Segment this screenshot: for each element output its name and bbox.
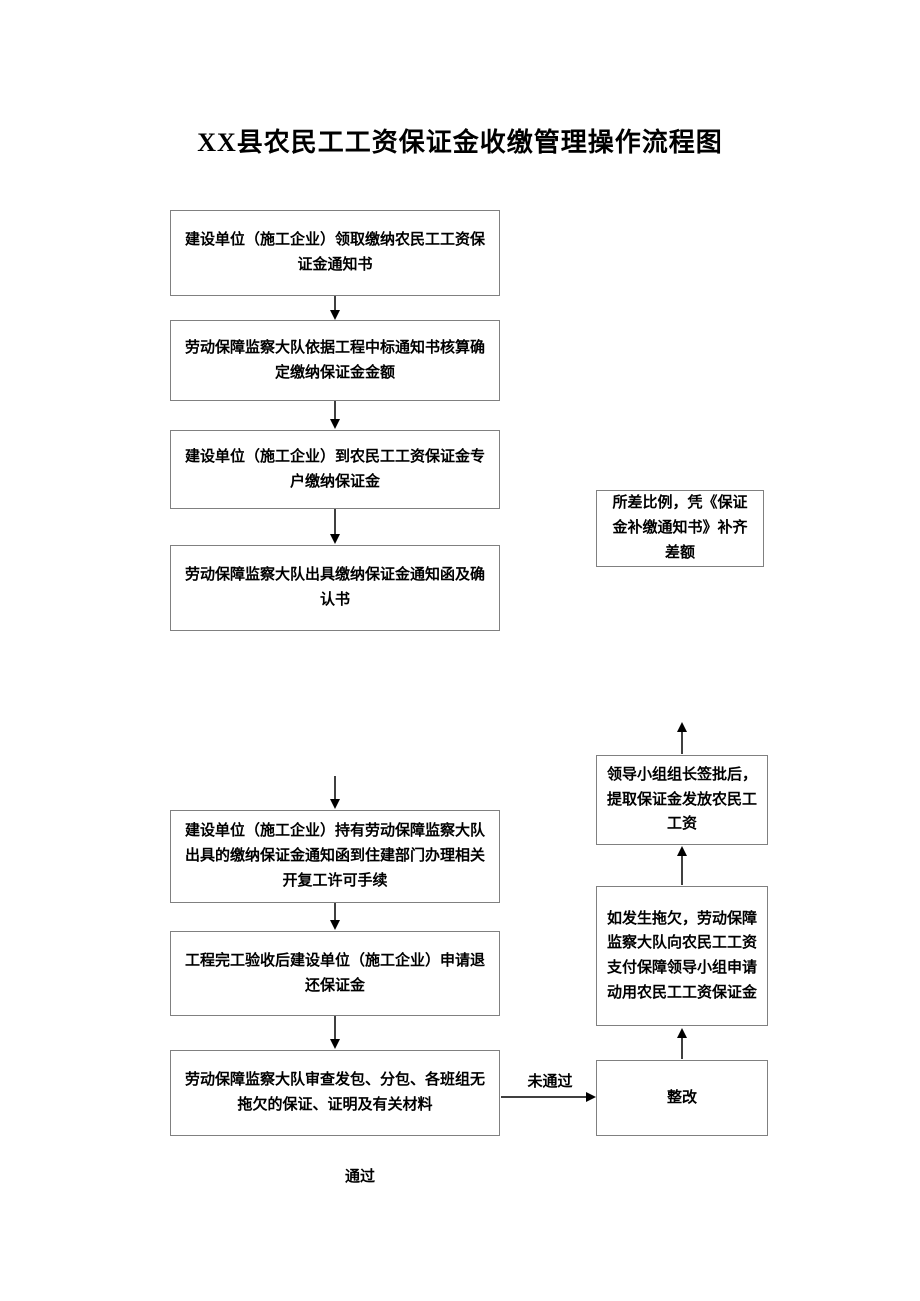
arrow-n1-n2 [330, 296, 340, 320]
arrow-r3-r2 [677, 1028, 687, 1059]
arrow-n6-n7 [330, 1016, 340, 1049]
arrow-n5-n6 [330, 903, 340, 930]
flow-node-issue-confirmation: 劳动保障监察大队出具缴纳保证金通知函及确认书 [170, 545, 500, 631]
flow-node-review-materials: 劳动保障监察大队审查发包、分包、各班组无拖欠的保证、证明及有关材料 [170, 1050, 500, 1136]
flow-node-makeup-difference: 所差比例，凭《保证金补缴通知书》补齐差额 [596, 490, 764, 567]
flow-node-receive-deposit-notice: 建设单位（施工企业）领取缴纳农民工工资保证金通知书 [170, 210, 500, 296]
flow-node-pay-deposit-to-account: 建设单位（施工企业）到农民工工资保证金专户缴纳保证金 [170, 430, 500, 509]
flow-node-leader-approve-release: 领导小组组长签批后，提取保证金发放农民工工资 [596, 755, 768, 845]
arrow-n7-r3-fail [501, 1092, 596, 1102]
arrow-r2-r1 [677, 846, 687, 885]
flow-node-rectify: 整改 [596, 1060, 768, 1136]
arrow-r1-up [677, 722, 687, 754]
edge-label-pass: 通过 [344, 1169, 375, 1185]
arrow-n3-n4 [330, 509, 340, 544]
edge-label-fail: 未通过 [527, 1074, 573, 1090]
flow-node-arrears-use-deposit: 如发生拖欠，劳动保障监察大队向农民工工资支付保障领导小组申请动用农民工工资保证金 [596, 886, 768, 1026]
flow-node-calc-deposit-amount: 劳动保障监察大队依据工程中标通知书核算确定缴纳保证金金额 [170, 320, 500, 401]
flow-node-apply-deposit-refund: 工程完工验收后建设单位（施工企业）申请退还保证金 [170, 931, 500, 1016]
flow-node-apply-work-permit: 建设单位（施工企业）持有劳动保障监察大队出具的缴纳保证金通知函到住建部门办理相关… [170, 810, 500, 903]
arrow-n2-n3 [330, 401, 340, 429]
page-title: XX县农民工工资保证金收缴管理操作流程图 [197, 128, 723, 157]
arrow-into-n5 [330, 776, 340, 809]
